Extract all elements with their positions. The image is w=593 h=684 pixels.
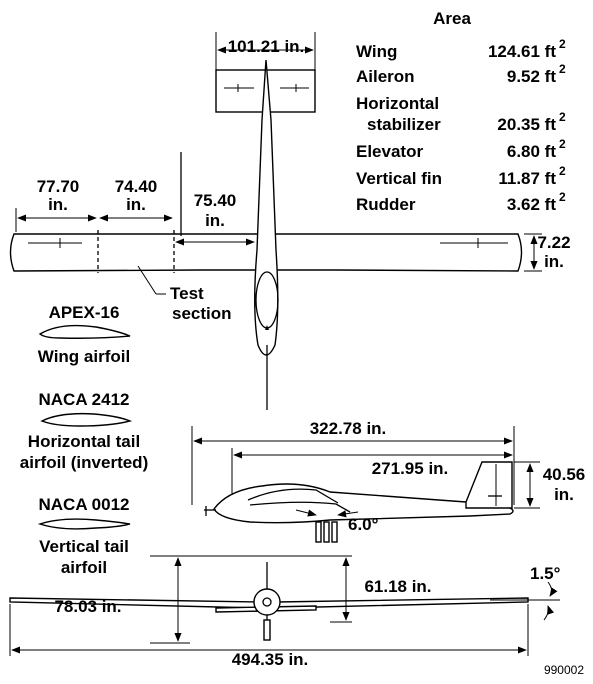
test-section-label-1: Test [170,284,204,303]
area-exp-aileron: 2 [559,62,566,76]
incidence-arrow-left [295,509,317,517]
test-section-label-2: section [172,304,232,323]
wing-airfoil-shape [38,324,131,339]
chord-label-1: 7.22 [537,233,570,252]
side-canopy-frame [249,501,351,513]
front-height-right-label: 61.18 in. [364,577,431,596]
vtail-airfoil-caption-1: Vertical tail [39,537,129,556]
dihedral-arrow-top [547,581,558,597]
airfoils: APEX-16 Wing airfoil NACA 2412 Horizonta… [20,303,148,577]
dihedral-label: 1.5° [530,564,561,583]
area-name-aileron: Aileron [356,67,415,86]
chord-label-2: in. [544,252,564,271]
side-vertical-fin [465,461,513,509]
area-table: Area Wing 124.61 ft 2 Aileron 9.52 ft 2 … [356,9,566,214]
side-gear-3 [331,521,338,543]
h-tail-span-label: 101.21 in. [228,37,305,56]
figure-id: 990002 [544,663,584,677]
span-label: 494.35 in. [232,650,309,669]
area-value-elevator: 6.80 ft [507,142,556,161]
area-value-wing: 124.61 ft [488,42,556,61]
area-exp-wing: 2 [559,37,566,51]
area-exp-vfin: 2 [559,164,566,178]
top-nose-mark [265,325,269,330]
area-name-rudder: Rudder [356,195,416,214]
inner-segment-label-2: in. [205,211,225,230]
htail-airfoil-shape [40,412,133,427]
area-value-hstab: 20.35 ft [497,115,556,134]
front-canopy [262,597,272,607]
wing-airfoil-caption: Wing airfoil [38,347,130,366]
side-gear-2 [323,521,330,543]
wing-airfoil-name: APEX-16 [49,303,120,322]
front-gear [263,619,271,641]
side-inner-label: 271.95 in. [372,459,449,478]
vtail-airfoil-shape [37,518,131,530]
inner-segment-label-1: 75.40 [194,191,237,210]
area-name-elevator: Elevator [356,142,423,161]
incidence-label: 6.0° [348,515,379,534]
front-height-left-label: 78.03 in. [54,597,121,616]
incidence-arrow-right [337,510,359,518]
side-view: 322.78 in. 271.95 in. 6.0° 40.56 in. [191,419,586,543]
side-fuselage [213,483,514,524]
htail-airfoil-caption-2: airfoil (inverted) [20,453,148,472]
htail-airfoil-name: NACA 2412 [38,390,129,409]
tail-height-label-2: in. [554,485,574,504]
middle-segment-label-1: 74.40 [115,177,158,196]
area-name-wing: Wing [356,42,397,61]
outer-segment-label-2: in. [48,195,68,214]
test-section-leader [137,265,157,295]
area-name-hstab-1: Horizontal [356,94,439,113]
front-view: 78.03 in. 61.18 in. 1.5° 494.35 in. [9,555,561,669]
area-value-rudder: 3.62 ft [507,195,556,214]
side-overall-label: 322.78 in. [310,419,387,438]
side-gear-1 [315,521,322,543]
middle-segment-label-2: in. [126,195,146,214]
top-view: 101.21 in. 77.70 in. 74.40 in. 75.40 in.… [9,32,571,410]
area-exp-rudder: 2 [559,190,566,204]
outer-segment-label-1: 77.70 [37,177,80,196]
htail-airfoil-caption-1: Horizontal tail [28,432,140,451]
area-name-hstab-2: stabilizer [367,115,441,134]
front-fuselage [253,588,281,616]
area-value-aileron: 9.52 ft [507,67,556,86]
area-exp-elevator: 2 [559,137,566,151]
area-name-vfin: Vertical fin [356,169,442,188]
dihedral-arrow-bottom [543,605,554,621]
side-canopy [247,488,339,504]
area-value-vfin: 11.87 ft [498,169,556,188]
top-fuselage [254,59,279,356]
vtail-airfoil-name: NACA 0012 [38,495,129,514]
area-table-title: Area [433,9,471,28]
vtail-airfoil-caption-2: airfoil [61,558,107,577]
area-exp-hstab: 2 [559,110,566,124]
tail-height-label-1: 40.56 [543,465,586,484]
